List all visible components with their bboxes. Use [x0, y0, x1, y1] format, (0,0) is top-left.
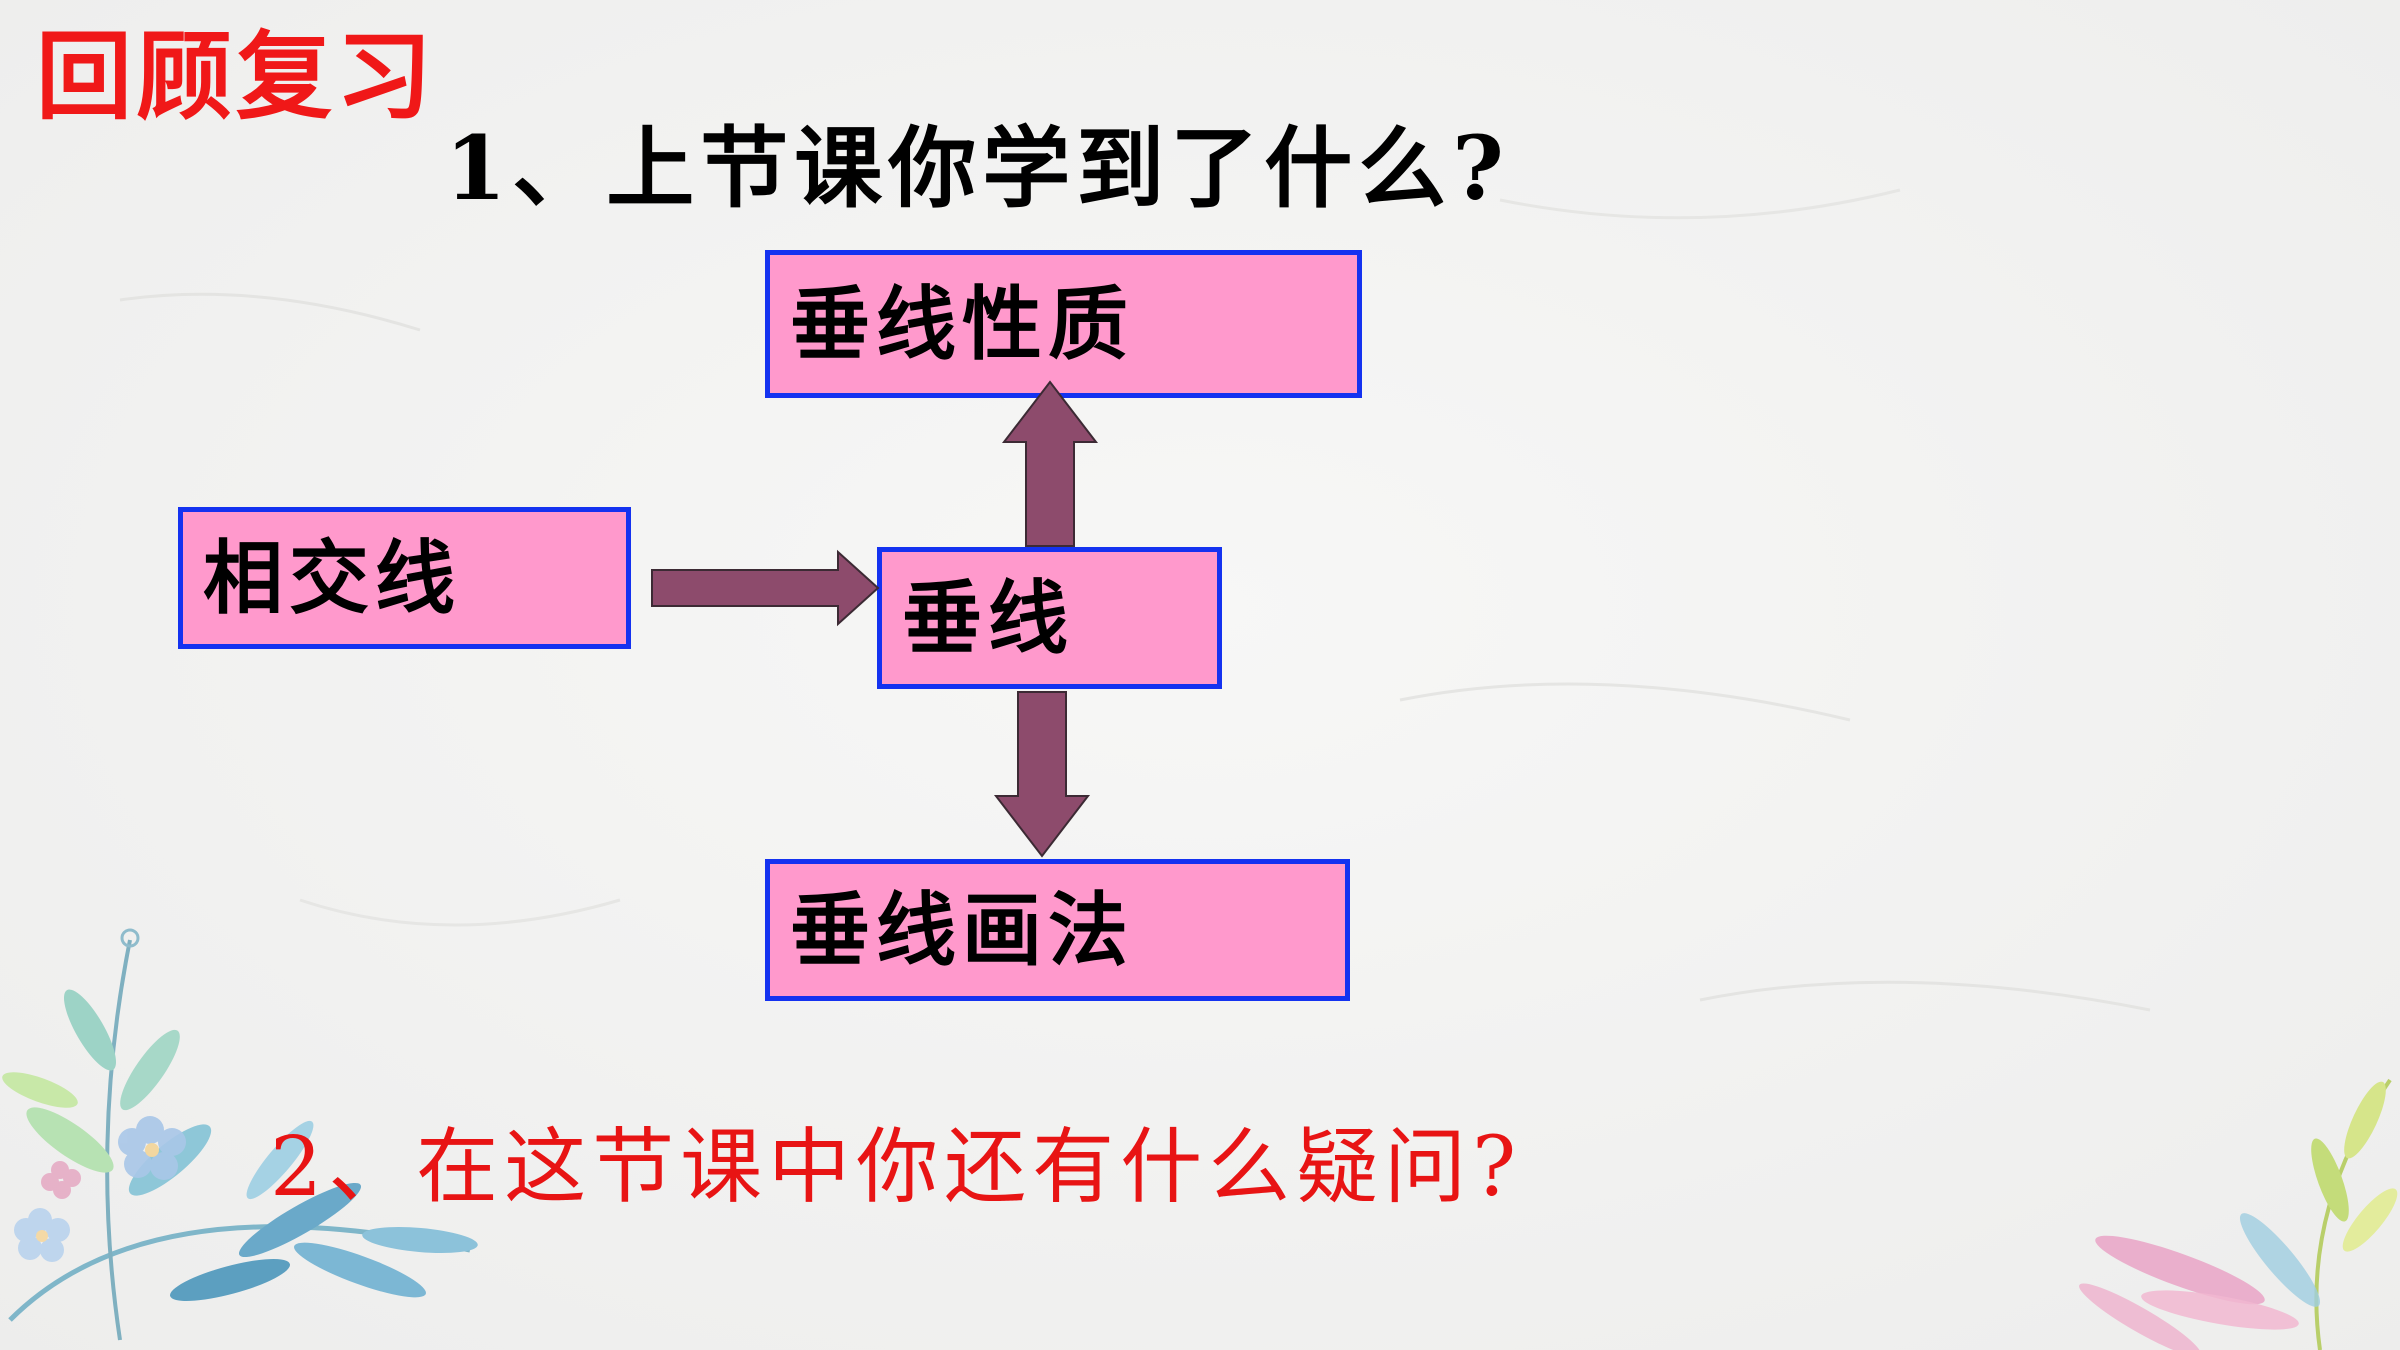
floral-decoration-left: [2, 928, 478, 1341]
node-perpendicular: 垂线: [877, 547, 1222, 689]
question-2: 2、在这节课中你还有什么疑问?: [270, 1120, 1523, 1215]
arrow-right: [651, 549, 880, 627]
question-1: 1、上节课你学到了什么?: [445, 116, 1510, 220]
node-intersecting-lines: 相交线: [178, 507, 631, 649]
slide-title: 回顾复习: [36, 20, 436, 133]
node-perpendicular-properties: 垂线性质: [765, 250, 1362, 398]
arrow-up: [1001, 380, 1099, 547]
floral-decoration-right: [2079, 1078, 2398, 1350]
node-perpendicular-drawing-method: 垂线画法: [765, 859, 1350, 1001]
arrow-down: [993, 691, 1091, 858]
